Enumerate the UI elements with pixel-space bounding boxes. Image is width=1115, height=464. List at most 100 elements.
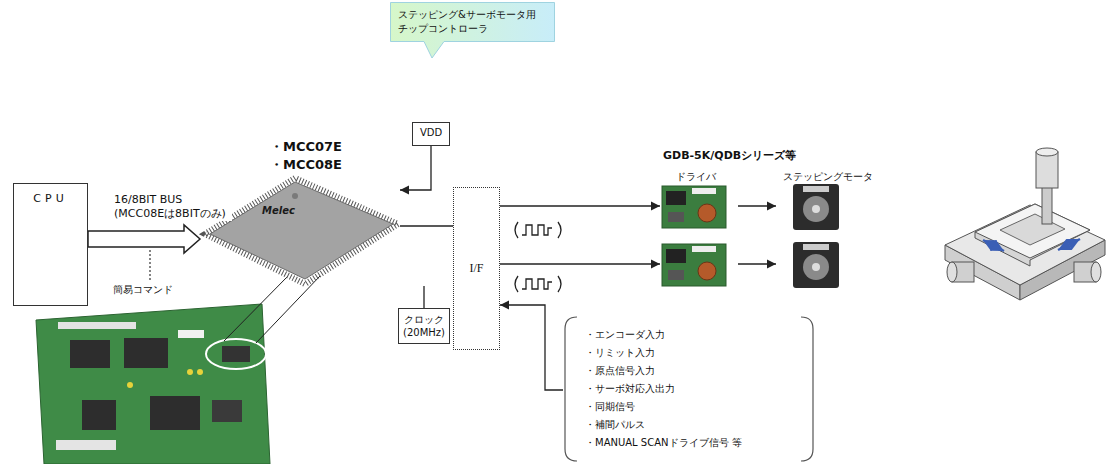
motor-body [793,242,839,288]
pulse-bracket [558,222,561,238]
clock-label: クロック (20MHz) [402,313,446,339]
motor-shaft [812,205,820,213]
pulse-bracket [558,276,561,292]
dotted-line [149,250,150,280]
controller-board [36,304,270,464]
connector-line [400,146,431,190]
driver-connector [692,246,716,252]
driver-board [662,244,726,286]
leader-line [256,276,320,343]
driver-chip [666,249,686,263]
board-chip [150,396,200,430]
board-chip [212,400,242,422]
chip-name: ・MCC08E [270,156,396,174]
cpu-box: CPU [13,183,88,306]
command-label: 簡易コマンド [113,283,173,297]
driver-pcb [662,186,726,228]
board-led [187,369,193,375]
board-led [197,369,203,375]
board-connector [58,322,136,329]
tool-head [1036,152,1058,188]
signal-item: ・リミット入力 [585,344,801,362]
highlight-ellipse [206,339,266,369]
signal-item: ・MANUAL SCANドライブ信号 等 [585,434,801,452]
driver-label: ドライバ [676,170,716,184]
xy-stage [945,148,1105,300]
bus-label: 16/8BIT BUS (MCC08Eは8BITのみ) [114,193,232,221]
drive-arrow [738,205,776,206]
stage-base [945,205,1105,285]
signal-item: ・同期信号 [585,398,801,416]
connector-line [400,225,453,226]
stepping-motor [793,184,839,230]
signal-arrow [500,205,660,206]
cpu-label: CPU [18,192,83,205]
callout-text: ステッピング&サーボモータ用 チップコントローラ [398,8,547,36]
callout-bubble: ステッピング&サーボモータ用 チップコントローラ [390,2,555,42]
driver-inductor [698,204,716,222]
signal-arrow [500,263,660,264]
motor-face [803,254,829,280]
leader-line [224,276,288,341]
chip-body [210,182,393,279]
driver-chip [668,270,684,280]
axis-arrow [983,240,1004,251]
power-box: VDD [412,122,450,146]
series-label: GDB-5K/QDBシリーズ等 [663,148,796,163]
board-pcb [36,304,270,464]
power-label: VDD [416,127,446,138]
callout-shape [391,3,555,59]
axis-arrow [1058,239,1080,250]
stage-side [975,204,1090,266]
stepping-motor [793,242,839,288]
driver-connector [692,188,716,194]
connector-line [500,305,563,390]
board-connector [56,440,116,450]
connector-line [423,286,424,308]
clock-box: クロック (20MHz) [398,308,450,344]
driver-chip [668,212,684,222]
chip-dot [292,193,298,199]
driver-chip [666,191,686,205]
pulse-symbol [515,276,561,292]
driver-board [662,186,726,228]
board-chip [82,400,116,430]
board-chip [70,340,110,368]
board-connector [178,330,204,338]
chip-pins [205,178,398,284]
board-chip [222,346,250,362]
board-chip [124,338,168,368]
drive-arrow [738,263,776,264]
pulse-wave [522,225,552,235]
tool-shaft [1042,186,1052,224]
signal-item: ・補間パルス [585,416,801,434]
micrometer-knob [947,262,957,282]
tool-head [1036,148,1058,156]
signal-item: ・エンコーダ入力 [585,326,801,344]
signal-list-bracket: ・エンコーダ入力・リミット入力・原点信号入力・サーボ対応入出力・同期信号・補間パ… [563,316,815,462]
motor-body [793,184,839,230]
interface-box: I/F [453,187,500,350]
bracket-right [801,317,813,461]
motor-face [803,196,829,222]
micrometer-knob [1091,262,1101,282]
interface-label: I/F [458,261,495,276]
driver-pcb [662,244,726,286]
signal-item: ・サーボ対応入出力 [585,380,801,398]
motor-label [803,244,829,250]
motor-shaft [812,263,820,271]
chip-name: ・MCC07E [270,138,396,156]
callout-bubble-outline [390,2,555,42]
motor-label [803,186,829,192]
chip-brand: Melec [262,205,295,216]
pulse-bracket [515,276,518,292]
pulse-symbol [515,222,561,238]
pulse-bracket [515,222,518,238]
driver-inductor [698,262,716,280]
pulse-wave [522,279,552,289]
board-led [127,382,133,388]
bracket-left [565,317,577,461]
